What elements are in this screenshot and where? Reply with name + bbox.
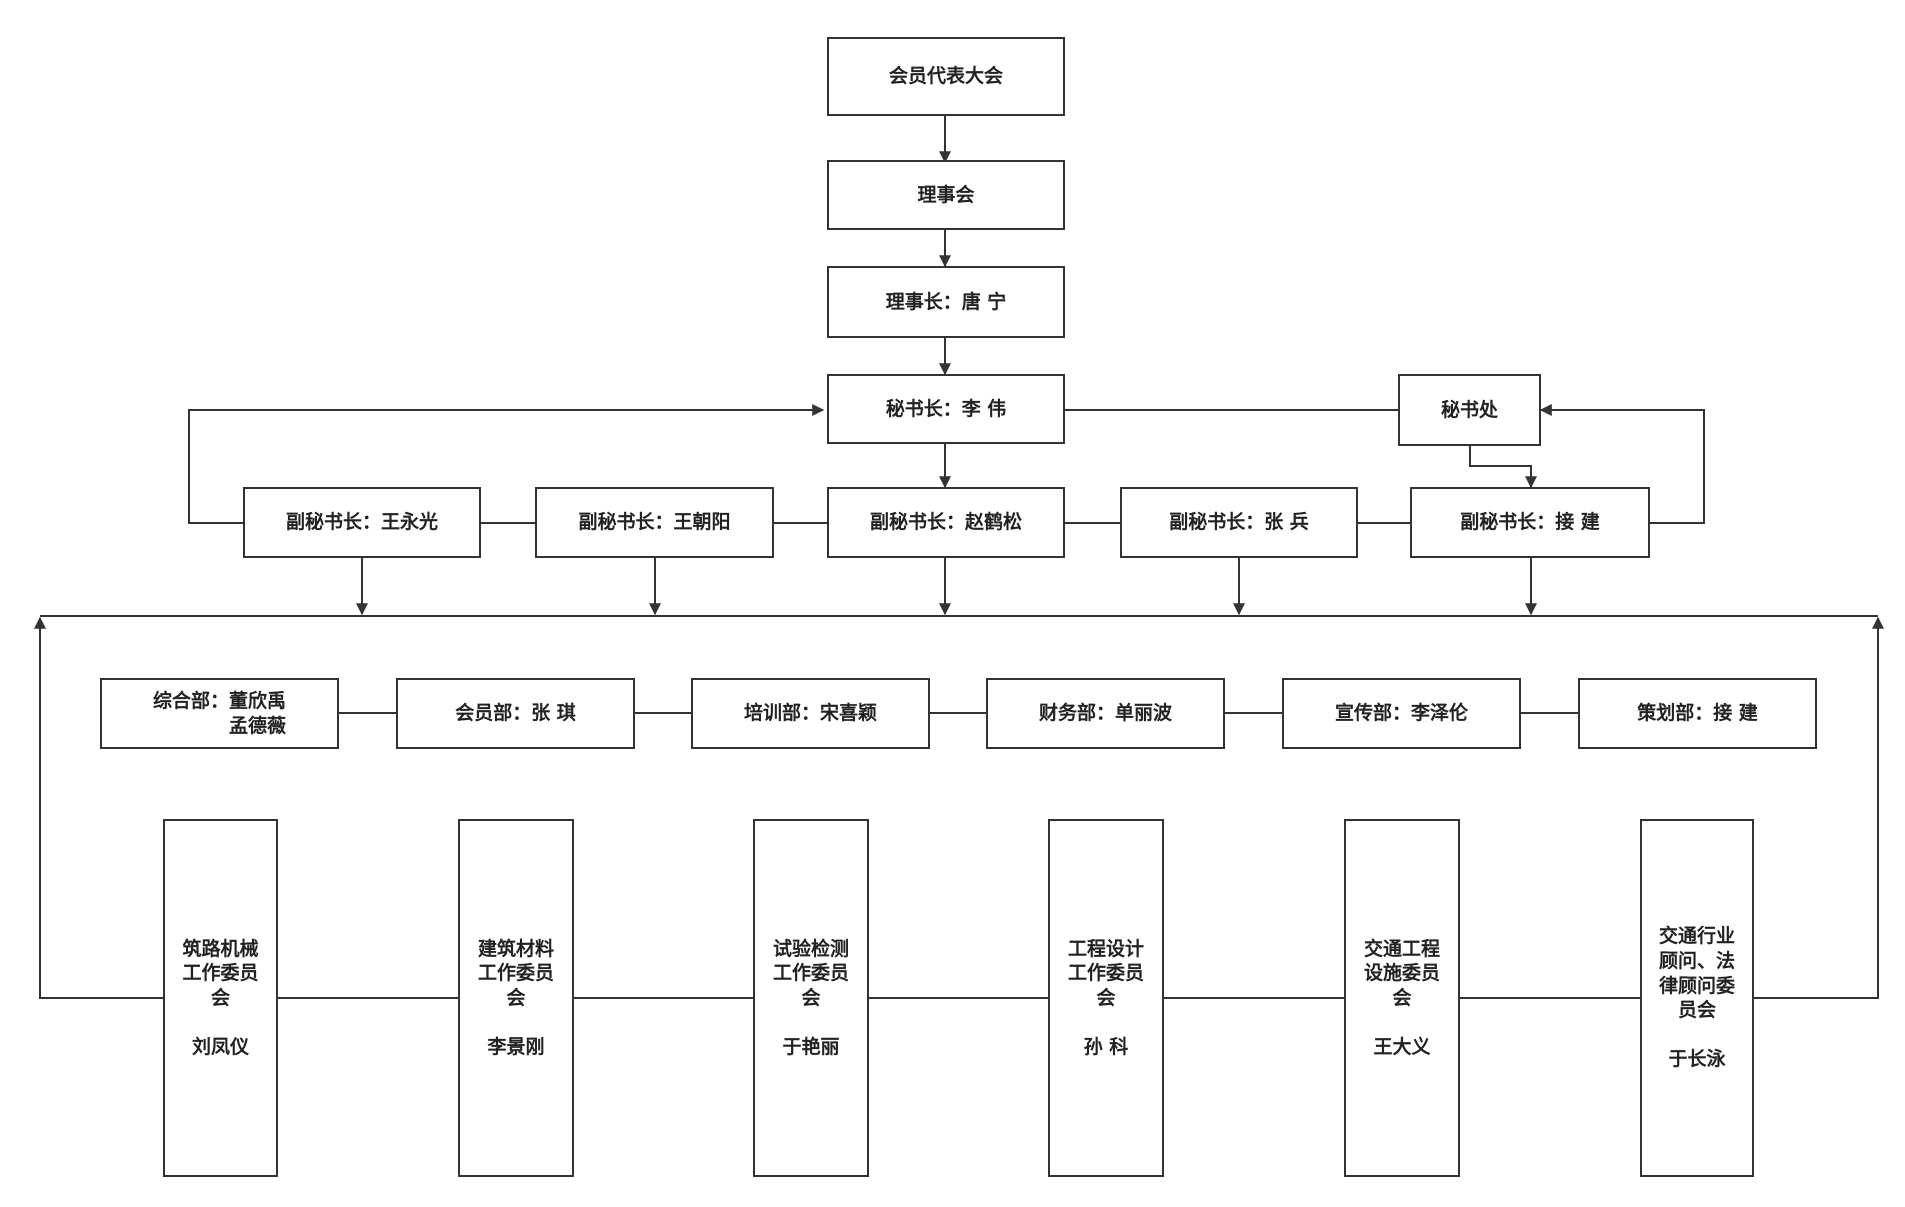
committee-box: 工程设计 工作委员 会 孙 科 <box>1048 819 1164 1177</box>
loop-left <box>188 404 825 524</box>
secretary-general-box: 秘书长：李 伟 <box>827 374 1065 444</box>
department-label-line2: 孟德薇 <box>228 714 286 737</box>
department-box: 综合部：董欣禹 孟德薇 <box>100 678 339 749</box>
council-box: 理事会 <box>827 160 1065 230</box>
committee-line: 筑路机械 <box>182 937 259 960</box>
committee-person: 刘凤仪 <box>191 1035 249 1058</box>
department-label: 会员部：张 琪 <box>455 702 576 725</box>
deputy-label: 副秘书长：赵鹤松 <box>869 511 1022 534</box>
committee-line: 会 <box>1096 987 1116 1009</box>
committee-line: 员会 <box>1677 999 1716 1022</box>
committee-line: 设施委员 <box>1363 962 1440 985</box>
committee-line: 会 <box>1392 987 1412 1009</box>
committee-line: 会 <box>506 987 526 1009</box>
committee-line: 建筑材料 <box>477 937 554 960</box>
committee-line: 交通工程 <box>1363 937 1440 960</box>
council-label: 理事会 <box>917 183 975 206</box>
committee-line: 工程设计 <box>1067 937 1144 960</box>
department-box: 会员部：张 琪 <box>396 678 635 749</box>
department-label: 培训部：宋喜颖 <box>743 702 877 725</box>
chairman-label: 理事长：唐 宁 <box>885 290 1007 313</box>
committee-line: 交通行业 <box>1658 925 1735 948</box>
department-box: 宣传部：李泽伦 <box>1282 678 1521 749</box>
department-box: 财务部：单丽波 <box>986 678 1225 749</box>
deputy-label: 副秘书长：王永光 <box>285 511 438 534</box>
department-label: 宣传部：李泽伦 <box>1334 702 1468 725</box>
deputy-box: 副秘书长：接 建 <box>1410 487 1650 558</box>
committee-box: 交通行业 顾问、法 律顾问委 员会 于长泳 <box>1640 819 1754 1177</box>
committee-line: 试验检测 <box>772 937 849 960</box>
committee-person: 孙 科 <box>1083 1035 1129 1058</box>
committee-person: 李景刚 <box>487 1035 545 1058</box>
deputy-box: 副秘书长：王永光 <box>243 487 481 558</box>
committee-line: 会 <box>210 987 230 1009</box>
deputy-box: 副秘书长：赵鹤松 <box>827 487 1065 558</box>
committee-line: 工作委员 <box>477 962 554 985</box>
committee-line: 顾问、法 <box>1658 949 1735 972</box>
return-right <box>1754 616 1884 999</box>
committee-box: 交通工程 设施委员 会 王大义 <box>1344 819 1460 1177</box>
deputy-label: 副秘书长：王朝阳 <box>578 511 731 534</box>
committee-line: 工作委员 <box>182 962 259 985</box>
department-label: 策划部：接 建 <box>1637 702 1758 725</box>
congress-box: 会员代表大会 <box>827 37 1065 116</box>
line-secretariat-deputy <box>1469 446 1537 489</box>
deputy-box: 副秘书长：王朝阳 <box>535 487 774 558</box>
committee-line: 工作委员 <box>1067 962 1144 985</box>
secretariat-label: 秘书处 <box>1440 398 1498 421</box>
department-label: 综合部：董欣禹 <box>152 689 286 712</box>
department-label: 财务部：单丽波 <box>1038 702 1172 725</box>
deputy-label: 副秘书长：接 建 <box>1460 511 1600 534</box>
department-box: 培训部：宋喜颖 <box>691 678 930 749</box>
committee-person: 于长泳 <box>1668 1048 1726 1071</box>
committee-box: 建筑材料 工作委员 会 李景刚 <box>458 819 574 1177</box>
chairman-box: 理事长：唐 宁 <box>827 266 1065 338</box>
loop-right <box>1539 404 1705 524</box>
deputy-label: 副秘书长：张 兵 <box>1169 511 1309 534</box>
secretary-general-label: 秘书长：李 伟 <box>885 397 1007 420</box>
congress-label: 会员代表大会 <box>888 65 1003 88</box>
committee-line: 工作委员 <box>772 962 849 985</box>
deputy-box: 副秘书长：张 兵 <box>1120 487 1358 558</box>
committee-person: 王大义 <box>1373 1035 1431 1058</box>
committee-line: 律顾问委 <box>1658 974 1735 997</box>
committee-box: 试验检测 工作委员 会 于艳丽 <box>753 819 869 1177</box>
secretariat-box: 秘书处 <box>1398 374 1541 446</box>
return-left <box>34 616 163 999</box>
committee-line: 会 <box>801 987 821 1009</box>
committee-box: 筑路机械 工作委员 会 刘凤仪 <box>163 819 278 1177</box>
department-box: 策划部：接 建 <box>1578 678 1817 749</box>
committee-person: 于艳丽 <box>782 1035 840 1058</box>
